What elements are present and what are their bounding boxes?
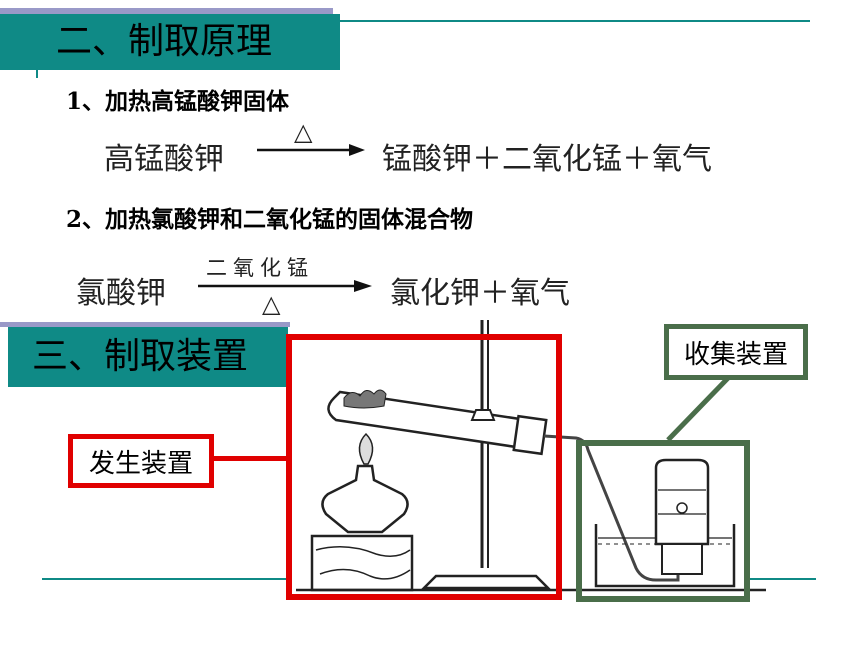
method1-reactant: 高锰酸钾 [104,142,224,177]
alcohol-lamp [321,432,409,534]
tube-stopper [512,414,548,456]
test-tube [327,389,548,456]
stand-base [420,574,552,590]
bottom-rule-right [750,578,816,580]
bottom-rule-left [42,578,286,580]
method2-heading: 2、加热氯酸钾和二氧化锰的固体混合物 [66,206,474,233]
delivery-tube [543,434,680,582]
collector-outline [576,440,750,602]
method1-heading: 1、加热高锰酸钾固体 [66,88,290,115]
apparatus-header-accent [0,322,290,327]
clamp [470,409,496,421]
header-accent-bar [0,8,333,14]
tube-reagent [343,389,387,409]
method2-reactant: 氯酸钾 [76,276,166,311]
method1-products: 锰酸钾＋二氧化锰＋氧气 [382,142,712,177]
method2-catalyst: 二氧化锰 [206,256,314,280]
generator-connector [212,456,288,461]
collector-label: 收集装置 [664,324,808,380]
apparatus-diagram [296,320,766,592]
method2-products: 氯化钾＋氧气 [390,276,570,311]
header-tick [36,66,38,78]
generator-label: 发生装置 [68,434,214,488]
method2-heat-symbol: △ [262,290,281,318]
flame [358,432,374,465]
method2-arrow-icon [198,280,372,292]
collector-connector [666,374,732,442]
wood-block [310,534,414,592]
section-title-principle: 二、制取原理 [0,14,340,70]
method1-arrow-icon [257,144,365,156]
section-title-apparatus: 三、制取装置 [8,327,288,387]
header-rule [340,20,810,22]
generator-outline [286,334,562,600]
method1-heat-symbol: △ [294,118,313,146]
collection-bottle [654,458,710,575]
